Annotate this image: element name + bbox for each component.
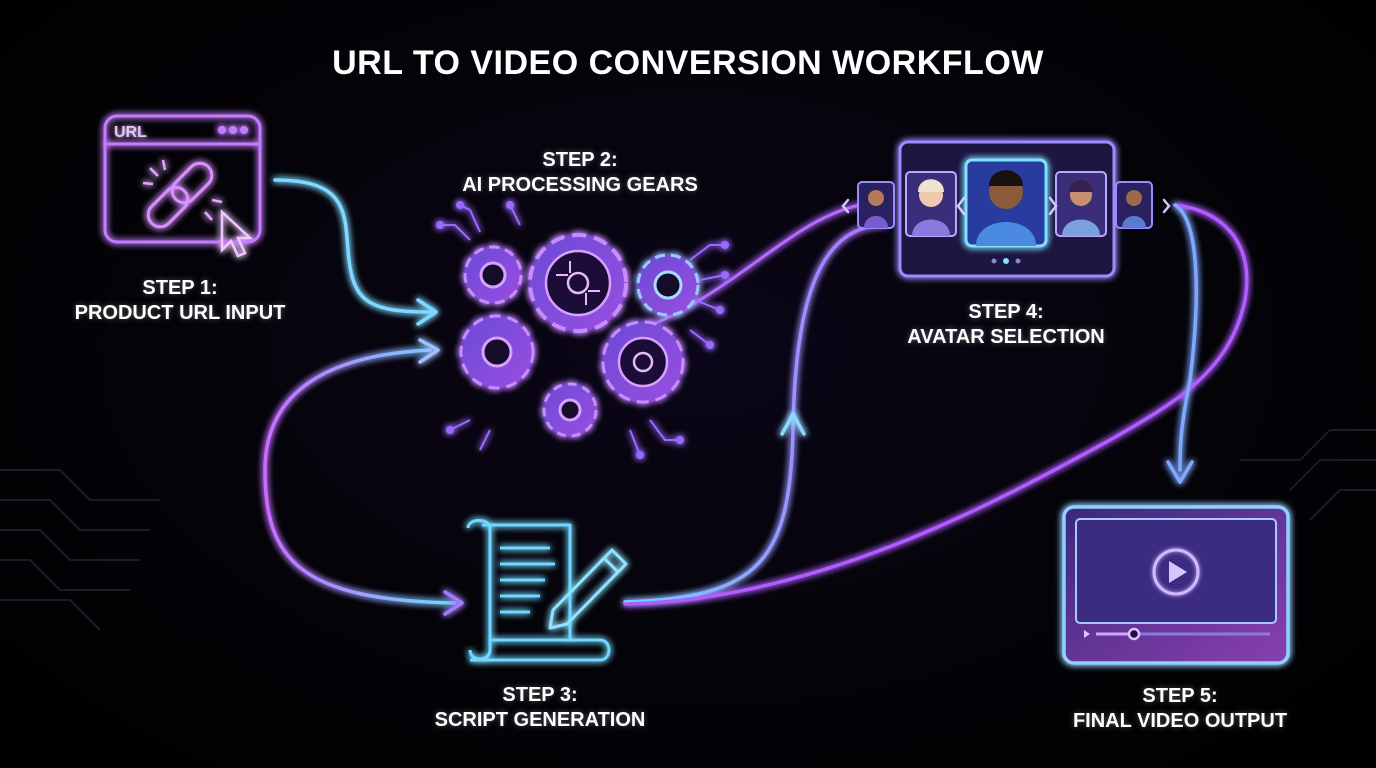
arrowhead-step2-in <box>416 298 438 326</box>
step-3-number: STEP 3: <box>502 684 578 706</box>
connector-step1-to-step2 <box>273 178 432 314</box>
browser-url-link-icon <box>103 114 262 258</box>
video-player-icon <box>1062 505 1290 665</box>
connector-step2-to-step3 <box>263 348 457 605</box>
step-4-number: STEP 4: <box>968 301 1044 323</box>
avatar-card-right <box>1055 171 1107 237</box>
arrowhead-step3-in <box>443 590 464 616</box>
arrowhead-step4-up <box>780 412 806 436</box>
progress-scrubber[interactable] <box>1127 627 1141 641</box>
connector-step3-sweep <box>623 203 1249 606</box>
step-3-name: SCRIPT GENERATION <box>434 709 646 731</box>
play-icon <box>1169 561 1187 583</box>
chevron-right-outer-icon[interactable] <box>1162 198 1171 214</box>
step-1-label: STEP 1: PRODUCT URL INPUT <box>60 276 300 326</box>
step-2-number: STEP 2: <box>542 149 618 171</box>
carousel-dots <box>991 258 1021 264</box>
chevron-left-outer-icon[interactable] <box>841 198 850 214</box>
step-2-name: AI PROCESSING GEARS <box>462 174 698 196</box>
avatar-card-left <box>905 171 957 237</box>
chevron-right-icon[interactable] <box>1048 196 1058 216</box>
connector-step4-to-step5 <box>1173 203 1198 472</box>
step-5-label: STEP 5: FINAL VIDEO OUTPUT <box>1050 684 1310 734</box>
step-5-number: STEP 5: <box>1142 685 1218 707</box>
step-4-name: AVATAR SELECTION <box>907 326 1105 348</box>
play-button[interactable] <box>1152 548 1200 596</box>
step-4-label: STEP 4: AVATAR SELECTION <box>886 300 1126 350</box>
chevron-left-icon[interactable] <box>956 196 966 216</box>
browser-url-text: URL <box>114 124 147 141</box>
avatar-card-far-left <box>857 181 895 229</box>
gears-icon <box>436 201 729 459</box>
page-title: URL TO VIDEO CONVERSION WORKFLOW <box>332 44 1044 82</box>
script-scroll-pencil-icon <box>466 519 628 662</box>
avatar-card-selected[interactable] <box>964 158 1048 248</box>
step-1-number: STEP 1: <box>142 277 218 299</box>
avatar-card-far-right <box>1115 181 1153 229</box>
arrowhead-step5-down <box>1166 460 1194 484</box>
step-3-label: STEP 3: SCRIPT GENERATION <box>415 683 665 733</box>
step-2-label: STEP 2: AI PROCESSING GEARS <box>460 148 700 198</box>
connector-step3-to-step4 <box>623 223 887 604</box>
avatar-carousel-icon <box>841 140 1171 278</box>
circuit-traces-decoration <box>0 429 1376 631</box>
step-5-name: FINAL VIDEO OUTPUT <box>1072 710 1288 732</box>
step-1-name: PRODUCT URL INPUT <box>74 302 286 324</box>
arrowhead-step2-in-lower <box>418 338 440 364</box>
